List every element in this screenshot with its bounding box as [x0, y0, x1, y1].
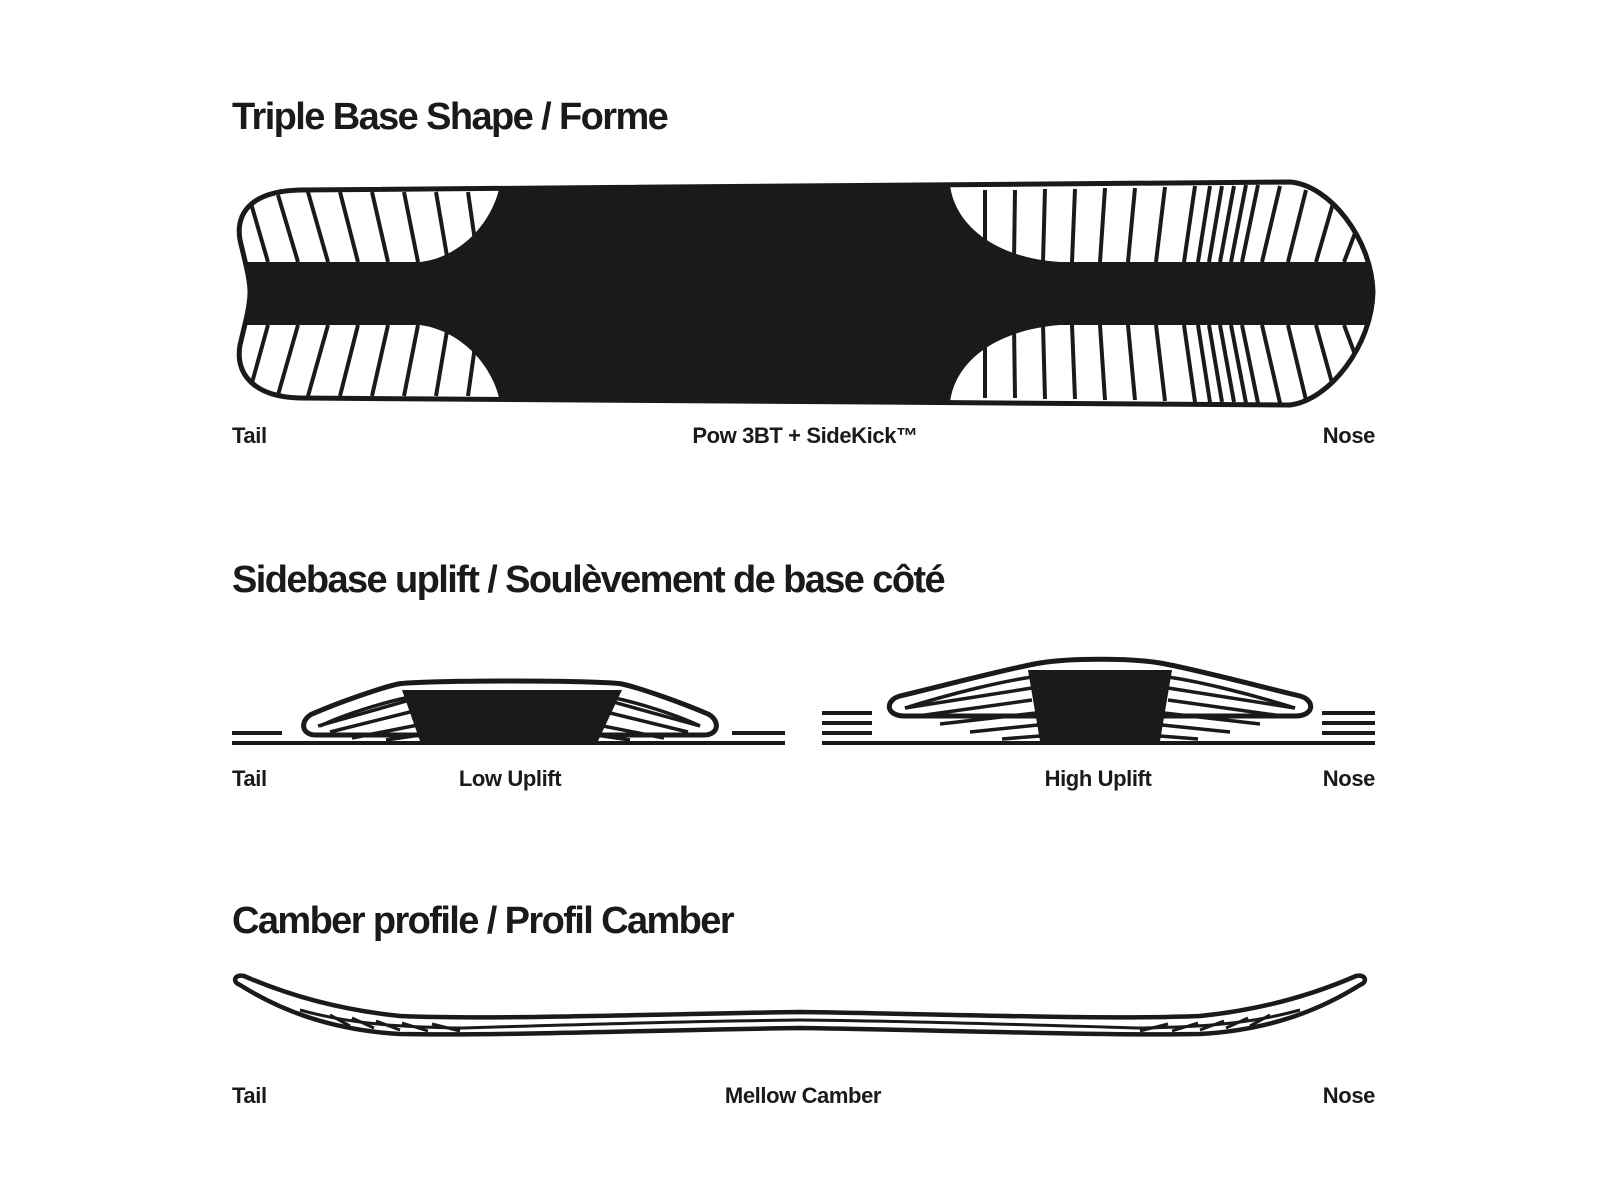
high-uplift-label: High Uplift — [1044, 766, 1152, 791]
high-uplift-diagram — [822, 656, 1375, 745]
camber-nose-label: Nose — [1322, 1083, 1376, 1108]
low-uplift-diagram — [232, 678, 785, 745]
board-base-pattern — [239, 184, 1373, 404]
center-base-fill — [239, 185, 1373, 402]
low-uplift-label: Low Uplift — [458, 766, 562, 791]
shape-nose-label: Nose — [1322, 423, 1376, 448]
camber-board-outline — [232, 973, 1368, 1037]
uplift-nose-label: Nose — [1322, 766, 1376, 791]
shape-center-label: Pow 3BT + SideKick™ — [692, 423, 918, 448]
nose-hatch-top — [983, 184, 1362, 263]
uplift-tail-label: Tail — [232, 766, 267, 791]
tail-hatch-top — [248, 191, 480, 263]
shape-section-title: Triple Base Shape / Forme — [232, 96, 669, 138]
shape-tail-label: Tail — [232, 423, 267, 448]
uplift-section-title: Sidebase uplift / Soulèvement de base cô… — [232, 559, 946, 601]
camber-center-label: Mellow Camber — [724, 1083, 882, 1108]
board-outline — [236, 179, 1376, 408]
camber-section-title: Camber profile / Profil Camber — [232, 900, 735, 942]
nose-hatch-bottom — [983, 324, 1362, 404]
camber-tail-label: Tail — [232, 1083, 267, 1108]
